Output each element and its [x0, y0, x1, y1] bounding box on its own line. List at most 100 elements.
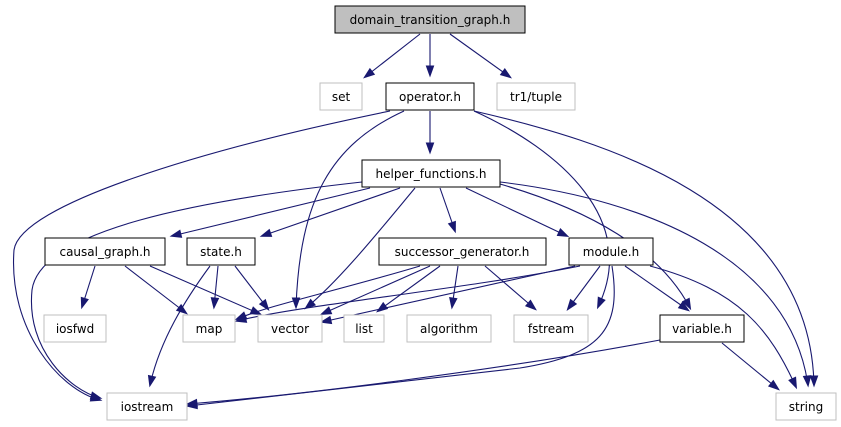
svg-text:variable.h: variable.h — [672, 322, 732, 336]
arrowhead — [524, 299, 537, 311]
arrowhead — [788, 376, 798, 390]
arrowhead — [677, 301, 691, 312]
node-variable[interactable]: variable.h — [659, 314, 745, 343]
edge-line — [321, 265, 431, 315]
arrowhead — [681, 297, 692, 311]
edge-helper-vector — [304, 187, 416, 310]
arrowhead — [597, 296, 606, 310]
arrowhead — [809, 375, 819, 388]
arrowhead — [258, 298, 270, 311]
arrowhead — [210, 297, 220, 310]
arrowhead — [449, 297, 458, 310]
edge-line — [484, 265, 536, 310]
node-state[interactable]: state.h — [186, 237, 256, 266]
edge-variable-iostream — [185, 339, 661, 408]
arrowhead — [185, 398, 198, 408]
edge-operator-helper — [425, 111, 435, 155]
svg-text:vector: vector — [271, 322, 309, 336]
node-iosfwd: iosfwd — [43, 314, 107, 343]
edge-line — [449, 33, 511, 78]
edge-variable-string — [721, 342, 780, 391]
arrowhead — [425, 65, 435, 78]
svg-text:operator.h: operator.h — [399, 90, 461, 104]
edge-causal-vector — [149, 265, 263, 315]
arrowhead — [375, 301, 389, 313]
node-operator[interactable]: operator.h — [385, 82, 475, 111]
edge-state-iostream — [147, 265, 211, 388]
edge-module-variable — [624, 265, 691, 312]
edge-line — [171, 187, 371, 237]
edge-line — [465, 187, 568, 237]
edge-line — [624, 265, 689, 311]
svg-text:string: string — [789, 400, 823, 414]
svg-text:set: set — [332, 90, 351, 104]
arrowhead — [169, 229, 183, 238]
arrowhead — [447, 220, 456, 234]
edge-operator-string — [473, 110, 819, 388]
edge-state-vector — [234, 265, 270, 311]
edge-line — [261, 187, 401, 237]
arrowhead — [566, 298, 578, 311]
svg-text:fstream: fstream — [528, 322, 574, 336]
svg-text:module.h: module.h — [583, 245, 639, 259]
node-fstream: fstream — [513, 314, 589, 343]
arrowhead — [499, 68, 513, 79]
svg-text:domain_transition_graph.h: domain_transition_graph.h — [350, 13, 511, 27]
edge-line — [236, 265, 581, 322]
edge-line — [721, 342, 779, 390]
edge-causal-iosfwd — [80, 265, 96, 310]
arrowhead — [425, 142, 435, 155]
arrowhead — [767, 379, 780, 391]
arrowhead — [80, 296, 89, 310]
edge-module-string — [649, 265, 798, 390]
svg-text:successor_generator.h: successor_generator.h — [395, 245, 530, 259]
edge-state-map — [210, 265, 220, 310]
edge-succgen-vector — [319, 265, 431, 315]
edge-helper-variable — [499, 183, 692, 311]
edge-line — [149, 265, 211, 386]
edge-succgen-list — [375, 265, 441, 313]
edge-line — [364, 33, 421, 78]
edge-line — [499, 183, 691, 309]
edge-module-map — [234, 265, 581, 323]
edge-line — [30, 181, 363, 399]
edge-line — [13, 110, 391, 401]
svg-text:iostream: iostream — [121, 400, 174, 414]
node-module[interactable]: module.h — [568, 237, 654, 266]
svg-text:algorithm: algorithm — [420, 322, 478, 336]
arrowhead — [249, 306, 263, 315]
node-helper-functions[interactable]: helper_functions.h — [361, 159, 501, 188]
node-successor-generator[interactable]: successor_generator.h — [378, 237, 547, 266]
edge-succgen-fstream — [484, 265, 537, 311]
edge-helper-iostream — [30, 181, 363, 400]
edge-operator-vector — [291, 110, 405, 310]
edge-module-fstream — [566, 265, 601, 311]
edge-line — [305, 187, 416, 309]
svg-text:helper_functions.h: helper_functions.h — [376, 167, 487, 181]
node-iostream: iostream — [106, 392, 188, 421]
edge-line — [473, 110, 815, 386]
edge-dtg-operator — [425, 34, 435, 78]
svg-text:map: map — [196, 322, 223, 336]
edge-line — [649, 265, 797, 388]
node-causal-graph[interactable]: causal_graph.h — [44, 237, 166, 266]
arrowhead — [89, 391, 103, 400]
edge-helper-state — [259, 187, 401, 237]
edge-line — [187, 265, 615, 407]
svg-text:causal_graph.h: causal_graph.h — [59, 245, 150, 259]
svg-text:tr1/tuple: tr1/tuple — [510, 90, 562, 104]
node-string: string — [775, 392, 837, 421]
edge-dtg-tr1-tuple — [449, 33, 513, 79]
edge-helper-string — [499, 181, 812, 388]
arrowhead — [319, 306, 333, 315]
edge-line — [499, 181, 809, 386]
edge-line — [473, 110, 610, 308]
svg-text:state.h: state.h — [200, 245, 242, 259]
edge-line — [295, 110, 405, 308]
node-domain-transition-graph[interactable]: domain_transition_graph.h — [334, 5, 526, 34]
node-map: map — [182, 314, 236, 343]
node-algorithm: algorithm — [406, 314, 492, 343]
edge-helper-causal — [169, 187, 371, 238]
arrowhead — [304, 298, 317, 310]
